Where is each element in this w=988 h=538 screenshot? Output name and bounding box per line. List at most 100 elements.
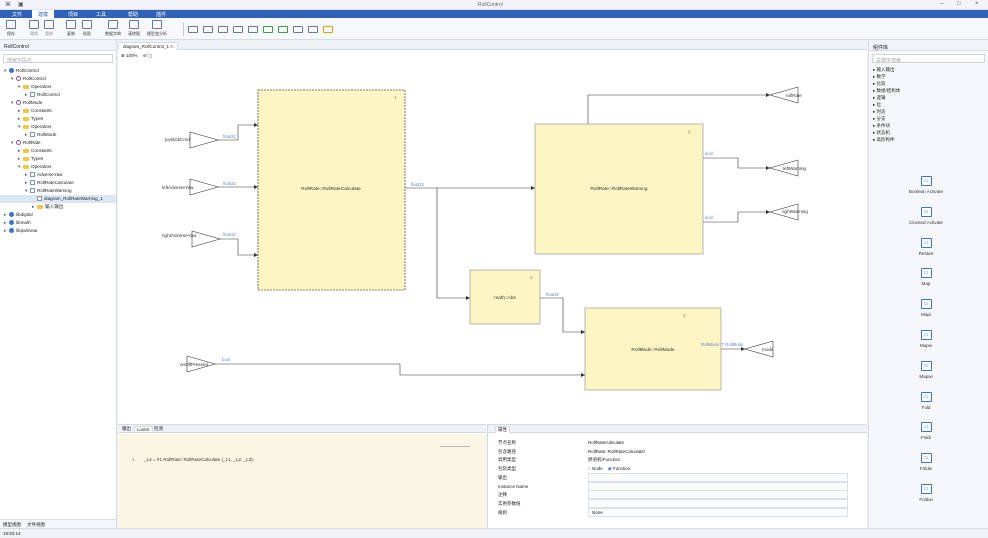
chevron-down-icon[interactable]: ▾ xyxy=(4,68,7,73)
activate-icon[interactable] xyxy=(323,26,333,33)
tree-node[interactable]: ▾Operators xyxy=(0,123,116,131)
tree-node[interactable]: ▸libdigital xyxy=(0,211,116,219)
check-icon[interactable] xyxy=(263,26,273,33)
property-field[interactable] xyxy=(588,490,848,500)
palette-category[interactable]: ▸ 数学 xyxy=(873,74,886,81)
close-button[interactable]: × xyxy=(975,1,979,7)
palette-category[interactable]: ▸ 时态 xyxy=(873,109,886,116)
tree-node[interactable]: ▸Constants xyxy=(0,147,116,155)
copy-button[interactable]: 复制 xyxy=(66,20,76,37)
tree-node[interactable]: ▾RollControl xyxy=(0,67,116,75)
tree-node[interactable]: ▸输入输出 xyxy=(0,203,116,211)
save-quick-icon[interactable]: ▣ xyxy=(18,2,24,8)
palette-category[interactable]: ▸ 状态机 xyxy=(873,130,890,137)
palette-search-input[interactable]: 关键字搜索... xyxy=(872,54,985,64)
palette-item[interactable]: ▭Map xyxy=(869,268,983,286)
palette-item[interactable]: ▭Restart xyxy=(869,237,983,256)
chevron-right-icon[interactable]: ▸ xyxy=(4,220,7,225)
tab-check[interactable]: 检测 xyxy=(154,426,163,431)
tree-node[interactable]: ▸Constants xyxy=(0,107,116,115)
radio-icon[interactable]: ◉ xyxy=(607,466,613,472)
radio-icon[interactable]: ○ xyxy=(588,466,592,472)
palette-item[interactable]: ▭Fold xyxy=(869,391,983,410)
palette-item[interactable]: ▭Foldi xyxy=(869,422,983,440)
redo-button[interactable]: 重做 xyxy=(44,20,54,37)
palette-category[interactable]: ▸ 分支 xyxy=(873,116,886,123)
tree-node[interactable]: ▾RollControl xyxy=(0,75,116,83)
menu-plugins[interactable]: 插件 xyxy=(156,12,167,18)
property-field[interactable] xyxy=(588,498,848,508)
palette-category[interactable]: ▸ 数组/结构体 xyxy=(873,88,900,95)
palette-category[interactable]: ▸ 输入输出 xyxy=(873,67,895,74)
tree-node[interactable]: ▸libpwlinear xyxy=(0,227,116,235)
palette-category[interactable]: ▸ 条件块 xyxy=(873,123,890,130)
palette-item[interactable]: ▭Foldw xyxy=(869,453,983,471)
chevron-right-icon[interactable]: ▸ xyxy=(18,148,21,153)
tree-node[interactable]: ▾RollMode xyxy=(0,99,116,107)
palette-item[interactable]: ▭Foldwi xyxy=(869,484,983,502)
palette-item[interactable]: ▭Clocked Activate xyxy=(869,206,983,225)
chevron-down-icon[interactable]: ▾ xyxy=(11,140,14,145)
chevron-right-icon[interactable]: ▸ xyxy=(18,108,21,113)
data-dictionary-button[interactable]: 数据字典 xyxy=(105,20,121,37)
split-icon[interactable] xyxy=(203,26,213,33)
tree-node[interactable]: diagram_RollRateWarning_1 xyxy=(0,195,116,203)
palette-item[interactable]: ▭Mapi xyxy=(869,299,983,317)
bus-icon[interactable] xyxy=(218,26,228,33)
switch-icon[interactable] xyxy=(233,26,243,33)
property-field[interactable]: None xyxy=(588,507,848,517)
save-button[interactable]: 保存 xyxy=(6,20,16,37)
tab-output[interactable]: 输出 xyxy=(122,426,131,431)
palette-category[interactable]: ▸ 逻辑 xyxy=(873,95,886,102)
chevron-right-icon[interactable]: ▸ xyxy=(32,204,35,209)
chevron-right-icon[interactable]: ▸ xyxy=(25,92,28,97)
palette-category[interactable]: ▸ 位 xyxy=(873,102,881,109)
sequence-icon[interactable] xyxy=(248,26,258,33)
tree-node[interactable]: ▸RollRateCalculate xyxy=(0,179,116,187)
chevron-down-icon[interactable]: ▾ xyxy=(18,84,21,89)
property-field[interactable] xyxy=(588,472,848,482)
chevron-right-icon[interactable]: ▸ xyxy=(18,116,21,121)
tree-node[interactable]: ▾Operators xyxy=(0,163,116,171)
tree-node[interactable]: ▸Types xyxy=(0,155,116,163)
tab-diagram[interactable]: diagram_RollControl_1 × xyxy=(118,42,178,50)
tab-properties[interactable]: 属性 xyxy=(495,426,510,433)
wrapper-type-radio-group[interactable]: ○ Node◉ Function xyxy=(588,466,635,472)
maximize-button[interactable]: □ xyxy=(957,1,961,7)
menu-help[interactable]: 帮助 xyxy=(128,12,139,18)
chevron-right-icon[interactable]: ▸ xyxy=(25,180,28,185)
chevron-down-icon[interactable]: ▾ xyxy=(11,76,14,81)
palette-item[interactable]: ▭Mapw xyxy=(869,330,983,348)
merge-icon[interactable] xyxy=(188,26,198,33)
minimize-button[interactable]: – xyxy=(940,1,944,7)
tree-node[interactable]: ▸Types xyxy=(0,115,116,123)
fit-icon[interactable]: ⊖ ▢ xyxy=(142,53,153,58)
zoom-icon[interactable]: ⊕ xyxy=(121,53,127,58)
property-field[interactable] xyxy=(588,481,848,491)
tab-model-view[interactable]: 模型视图 xyxy=(3,522,21,527)
when-icon[interactable] xyxy=(293,26,303,33)
palette-item[interactable]: ▭Boolean Activate xyxy=(869,176,983,194)
tree-node[interactable]: ▾RollRateWarning xyxy=(0,187,116,195)
if-block-icon[interactable] xyxy=(278,26,288,33)
tree-node[interactable]: ▸AdverseYaw xyxy=(0,171,116,179)
tree-node[interactable]: ▸RollMode xyxy=(0,131,116,139)
chevron-right-icon[interactable]: ▸ xyxy=(18,156,21,161)
chevron-right-icon[interactable]: ▸ xyxy=(25,132,28,137)
menu-project[interactable]: 项目 xyxy=(68,12,79,18)
palette-category[interactable]: ▸ 比较 xyxy=(873,81,886,88)
tree-node[interactable]: ▸libmath xyxy=(0,219,116,227)
code-view[interactable]: 1 _L4 = #1 RollRate::RollRateCalculate (… xyxy=(118,434,486,529)
chevron-right-icon[interactable]: ▸ xyxy=(4,212,7,217)
model-analysis-button[interactable]: 模型变分析 xyxy=(147,20,167,37)
chevron-down-icon[interactable]: ▾ xyxy=(18,124,21,129)
chevron-right-icon[interactable]: ▸ xyxy=(4,228,7,233)
chevron-right-icon[interactable]: ▸ xyxy=(25,172,28,177)
palette-item[interactable]: ▭Mapwi xyxy=(869,360,983,379)
fork-icon[interactable] xyxy=(308,26,318,33)
palette-category[interactable]: ▸ 高阶构件 xyxy=(873,137,895,144)
paste-button[interactable]: 粘贴 xyxy=(82,20,92,37)
tree-node[interactable]: ▾Operators xyxy=(0,83,116,91)
tree-node[interactable]: ▾RollRate xyxy=(0,139,116,147)
chevron-down-icon[interactable]: ▾ xyxy=(11,100,14,105)
